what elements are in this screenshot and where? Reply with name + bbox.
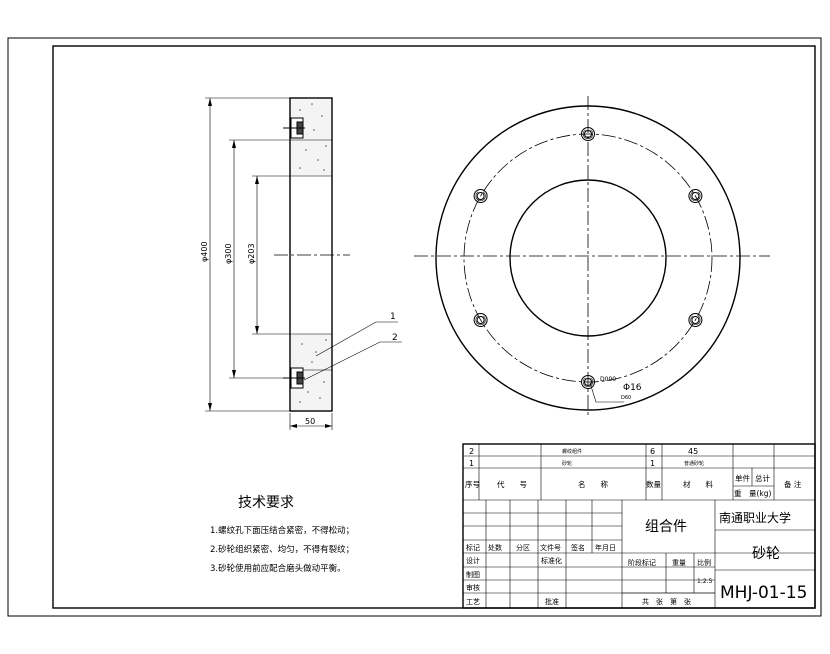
scale-value: 1:2.5 [697,578,713,585]
lbl-doc-no: 文件号 [540,543,561,552]
bolt-hole-3 [688,313,703,327]
callout-1: 1 [390,312,396,322]
hdr-remark: 备 注 [784,479,802,489]
lbl-design: 设计 [466,556,480,565]
front-view: D000 Φ16 D60 [414,96,770,418]
part-2-no: 2 [469,447,474,456]
hdr-weight: 重 量(kg) [734,489,772,498]
lbl-zone: 分区 [516,543,530,552]
hdr-name: 名 称 [578,479,608,489]
dim-inner-diameter: φ203 [247,243,256,264]
bolt-hole-6 [473,189,488,203]
lbl-sign: 签名 [571,543,585,552]
dim-pcd-sub: D60 [621,395,631,401]
lbl-approve: 批准 [545,597,559,606]
part-1-material: 普通砂轮 [684,460,704,467]
inner-border [52,45,816,609]
technical-requirements: 技术要求 1.螺纹孔下面压结合紧密，不得松动； 2.砂轮组织紧密、均匀，不得有裂… [210,495,354,574]
lbl-drawing: 制图 [466,570,480,579]
hdr-total-weight: 总计 [755,473,770,483]
lbl-date: 年月日 [595,543,616,552]
dim-outer-diameter: φ400 [200,241,209,262]
part-1-no: 1 [469,459,474,468]
assembly-name: 组合件 [645,519,687,535]
lbl-scale: 比例 [697,558,711,567]
hdr-no: 序号 [465,479,480,489]
lbl-process: 工艺 [466,598,480,606]
lbl-mark: 标记 [466,543,480,552]
outer-border [7,37,822,617]
title-block: 2 螺纹组件 6 45 1 砂轮 1 普通砂轮 序号 代 号 名 称 数量 材 … [462,443,816,609]
lbl-count: 处数 [488,543,502,552]
bolt-hole-5 [473,313,488,327]
bolt-hole-2 [688,189,703,203]
lbl-standard: 标准化 [541,556,562,565]
hole-label: D000 [600,376,616,383]
dim-pcd: Φ16 [623,383,642,393]
lbl-stage: 阶段标记 [628,558,656,567]
part-1-qty: 1 [650,459,655,468]
hdr-unit-weight: 单件 [735,473,750,483]
hdr-qty: 数量 [646,479,661,489]
part-2-material: 45 [688,447,698,456]
callout-2: 2 [392,333,398,343]
part-name: 砂轮 [752,546,780,562]
lbl-sheets: 共 张 第 张 [642,597,691,606]
tech-req-item-3: 3.砂轮使用前应配合磨头做动平衡。 [210,563,346,574]
bolt-holes [473,127,703,389]
side-view: φ400 φ300 φ203 50 1 2 [200,97,402,430]
drawing-number: MHJ-01-15 [720,583,807,603]
hdr-material: 材 料 [683,479,713,489]
bolt-hole-4 [581,375,595,389]
tech-req-item-2: 2.砂轮组织紧密、均匀，不得有裂纹； [210,544,354,555]
hdr-code: 代 号 [497,479,527,489]
lbl-weight: 重量 [672,559,686,567]
lbl-review: 审核 [466,583,480,592]
part-2-name: 螺纹组件 [562,448,582,455]
part-2-qty: 6 [650,447,655,456]
tech-req-item-1: 1.螺纹孔下面压结合紧密，不得松动； [210,525,354,536]
dim-width: 50 [305,417,315,426]
tech-req-title: 技术要求 [238,495,294,511]
school-name: 南通职业大学 [719,510,791,525]
dim-mid-diameter: φ300 [224,243,233,264]
bolt-hole-1 [581,127,595,141]
part-1-name: 砂轮 [562,460,572,467]
